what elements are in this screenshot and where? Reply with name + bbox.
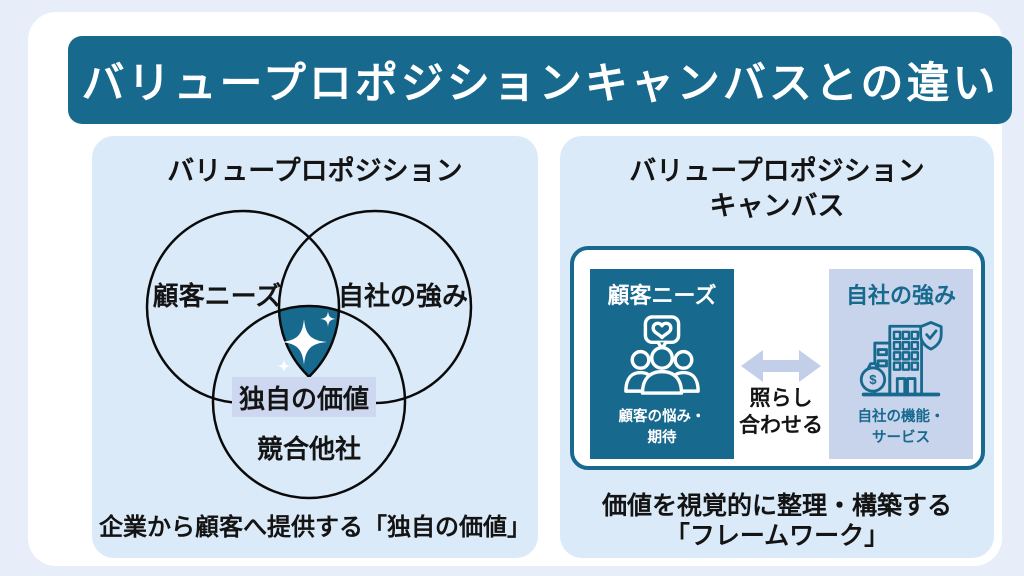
customer-needs-card: 顧客ニーズ 顧客の悩み・ 期待 bbox=[590, 269, 734, 459]
company-strengths-card: 自社の強み $ bbox=[829, 269, 973, 459]
double-arrow-icon bbox=[741, 350, 821, 382]
customer-card-subtext: 顧客の悩み・ 期待 bbox=[618, 408, 706, 446]
canvas-frame: 顧客ニーズ 顧客の悩み・ 期待 bbox=[570, 246, 985, 470]
page-title: バリュープロポジションキャンバスとの違い bbox=[81, 60, 999, 108]
venn-label-customer-needs: 顧客ニーズ bbox=[152, 281, 282, 311]
right-caption: 価値を視覚的に整理・構築する 「フレームワーク」 bbox=[601, 492, 952, 550]
unique-value-chip: 独自の価値 bbox=[232, 377, 376, 417]
right-panel-title-line2: キャンバス bbox=[709, 191, 845, 222]
right-panel-title-line1: バリュープロポジション bbox=[629, 156, 925, 186]
left-caption: 企業から顧客へ提供する「独自の価値」 bbox=[99, 514, 531, 541]
svg-text:$: $ bbox=[869, 372, 877, 387]
venn-circle-competitors bbox=[211, 304, 407, 500]
company-card-title: 自社の強み bbox=[845, 283, 956, 308]
header-banner: バリュープロポジションキャンバスとの違い bbox=[68, 36, 1012, 124]
right-panel: バリュープロポジション キャンバス 顧客ニーズ bbox=[560, 136, 994, 558]
people-heart-icon bbox=[624, 315, 700, 395]
left-panel: バリュープロポジション 顧客ニーズ 自社の強み 独自の価値 競合他社 企業から顧… bbox=[92, 136, 538, 558]
right-panel-title: バリュープロポジション キャンバス bbox=[560, 154, 994, 224]
venn-label-company-strengths: 自社の強み bbox=[337, 281, 468, 311]
customer-card-title: 顧客ニーズ bbox=[607, 283, 717, 308]
company-card-subtext: 自社の機能・ サービス bbox=[857, 408, 945, 446]
left-panel-title: バリュープロポジション bbox=[167, 156, 463, 186]
sparkle-icon bbox=[277, 311, 336, 373]
company-building-icon: $ bbox=[859, 321, 943, 397]
main-card: バリュープロポジションキャンバスとの違い バリュープロポジション 顧客ニーズ 自… bbox=[28, 12, 1012, 566]
compare-label: 照らし 合わせる bbox=[739, 387, 823, 437]
venn-label-competitors: 競合他社 bbox=[256, 434, 361, 464]
